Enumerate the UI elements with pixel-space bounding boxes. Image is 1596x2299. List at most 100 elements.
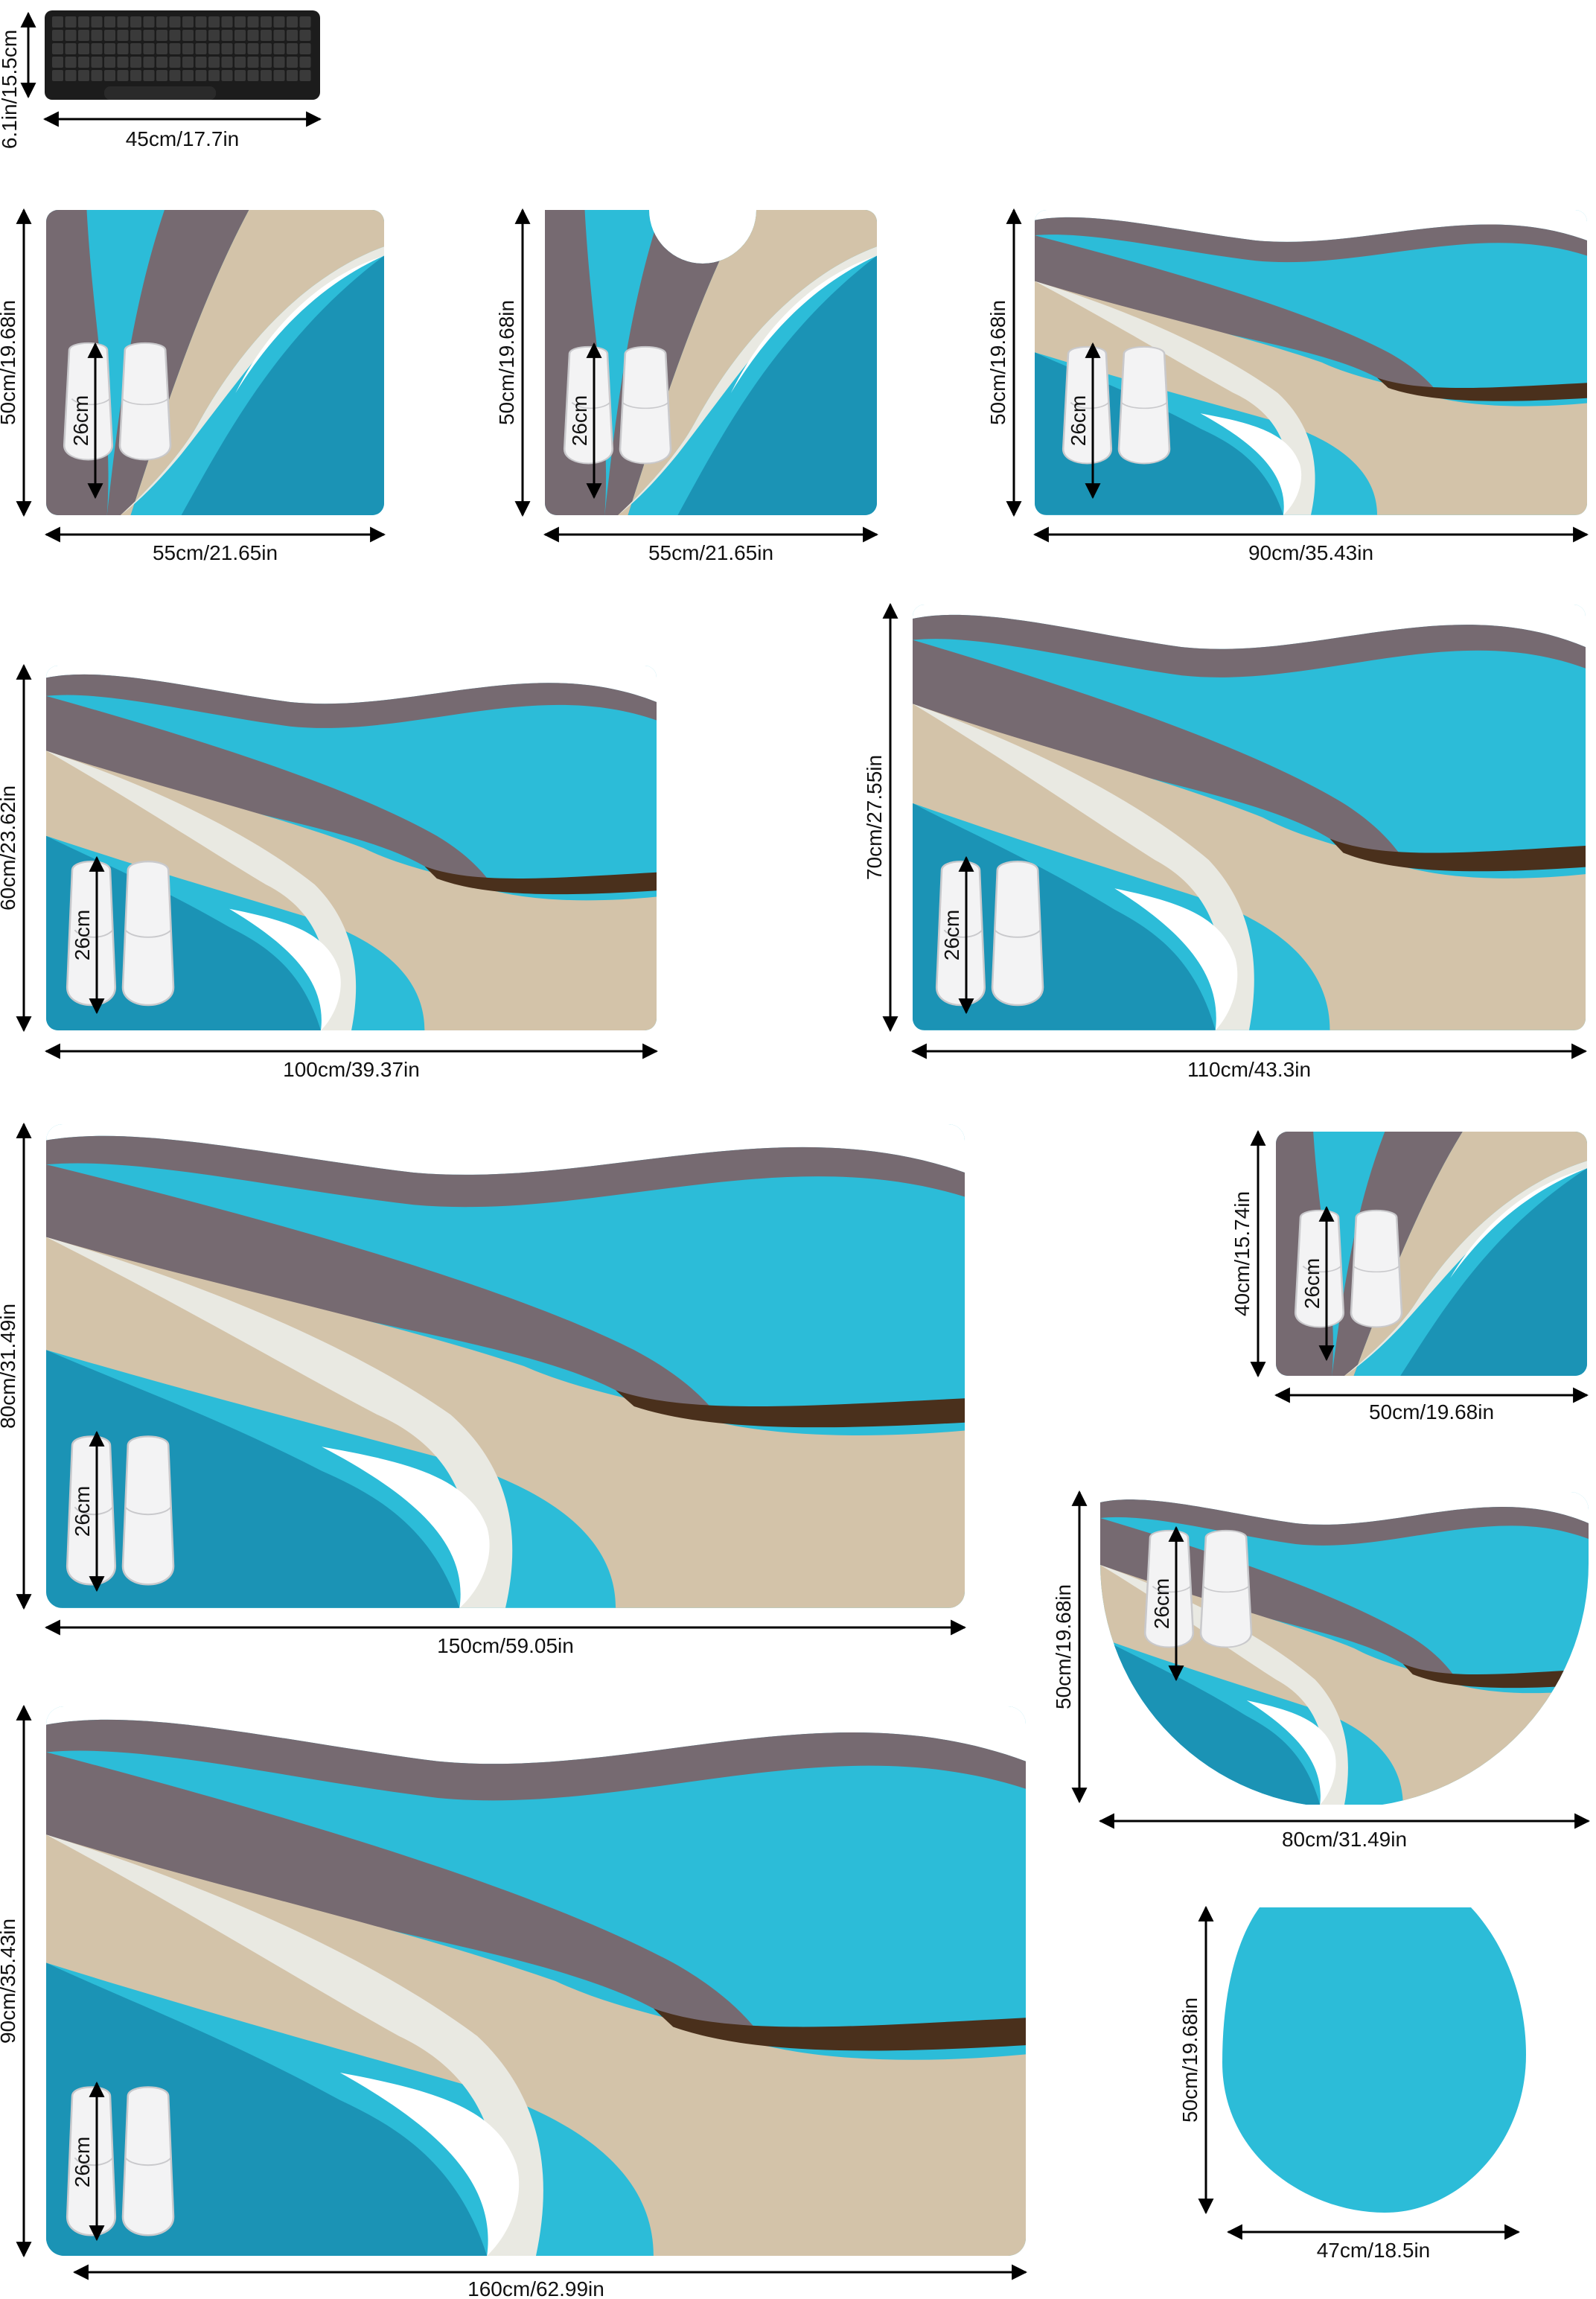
keyboard-key: [104, 57, 115, 68]
reference-height-label: 6.1in/15.5cm: [0, 30, 21, 149]
keyboard-key: [156, 43, 167, 54]
keyboard-key: [117, 30, 129, 41]
keyboard-key: [195, 43, 207, 54]
keyboard-key: [143, 43, 155, 54]
slipper-label: 26cm: [1300, 1258, 1324, 1309]
mat-width-label: 47cm/18.5in: [1317, 2239, 1431, 2262]
keyboard-key: [156, 70, 167, 81]
keyboard-key: [182, 70, 194, 81]
keyboard-key: [182, 30, 194, 41]
keyboard-key: [195, 30, 207, 41]
mat-width-label: 160cm/62.99in: [467, 2277, 604, 2299]
keyboard-key: [234, 43, 246, 54]
mat-height-label: 50cm/19.68in: [986, 300, 1009, 425]
keyboard-key: [261, 43, 272, 54]
mat-height-label: 70cm/27.55in: [863, 755, 886, 880]
mat-100x60: 26cm 60cm/23.62in 100cm/39.37in: [0, 663, 659, 1081]
slipper-label: 26cm: [940, 910, 963, 960]
keyboard-key: [104, 16, 115, 28]
mat-width-label: 80cm/31.49in: [1282, 1828, 1407, 1851]
keyboard-key: [208, 43, 220, 54]
keyboard-key: [143, 16, 155, 28]
keyboard-key: [221, 43, 233, 54]
keyboard-key: [247, 43, 259, 54]
keyboard-key: [247, 30, 259, 41]
keyboard-key: [287, 30, 298, 41]
keyboard-key: [117, 43, 129, 54]
keyboard-key: [182, 16, 194, 28]
slipper-label: 26cm: [71, 2137, 94, 2187]
keyboard-key: [247, 70, 259, 81]
keyboard-key: [208, 16, 220, 28]
keyboard-key: [65, 70, 77, 81]
keyboard-key: [143, 30, 155, 41]
keyboard-key: [182, 57, 194, 68]
mat-width-label: 90cm/35.43in: [1248, 541, 1373, 564]
keyboard-key: [208, 57, 220, 68]
keyboard-key: [104, 70, 115, 81]
keyboard-key: [52, 70, 63, 81]
keyboard-key: [52, 57, 63, 68]
keyboard-key: [91, 16, 103, 28]
keyboard-key: [221, 57, 233, 68]
keyboard-key: [65, 43, 77, 54]
mat-160x90: 26cm 90cm/35.43in 160cm/62.99in: [0, 1704, 1028, 2299]
keyboard-key: [130, 30, 141, 41]
keyboard-key: [247, 16, 259, 28]
mat-height-label: 60cm/23.62in: [0, 785, 19, 911]
keyboard-key: [65, 30, 77, 41]
keyboard-key: [299, 16, 311, 28]
mat-height-label: 90cm/35.43in: [0, 1919, 19, 2044]
keyboard-key: [273, 16, 285, 28]
keyboard-key: [287, 16, 298, 28]
keyboard-key: [78, 57, 89, 68]
keyboard-key: [143, 70, 155, 81]
keyboard-key: [169, 43, 181, 54]
keyboard-key: [130, 16, 141, 28]
keyboard-key: [78, 16, 89, 28]
keyboard-key: [156, 57, 167, 68]
keyboard-key: [261, 16, 272, 28]
keyboard-key: [195, 16, 207, 28]
keyboard-key: [247, 57, 259, 68]
keyboard-key: [91, 43, 103, 54]
keyboard-key: [78, 30, 89, 41]
keyboard-key: [52, 30, 63, 41]
keyboard-key: [273, 43, 285, 54]
keyboard-key: [52, 43, 63, 54]
keyboard-key: [117, 16, 129, 28]
keyboard-key: [130, 43, 141, 54]
mat-width-label: 100cm/39.37in: [283, 1058, 420, 1081]
keyboard-key: [299, 30, 311, 41]
lid-cover-shape: [1222, 1907, 1526, 2213]
keyboard-key: [169, 57, 181, 68]
keyboard-key: [78, 70, 89, 81]
keyboard-key: [195, 57, 207, 68]
keyboard-key: [117, 70, 129, 81]
mat-height-label: 80cm/31.49in: [0, 1304, 19, 1429]
slipper-label: 26cm: [568, 395, 591, 446]
keyboard-key: [234, 16, 246, 28]
keyboard-key: [221, 30, 233, 41]
keyboard-key: [287, 43, 298, 54]
mat-50x40: 26cm 40cm/15.74in 50cm/19.68in: [1230, 1129, 1589, 1423]
keyboard-key: [261, 30, 272, 41]
keyboard-key: [273, 57, 285, 68]
keyboard-key: [261, 70, 272, 81]
mat-height-label: 50cm/19.68in: [1052, 1584, 1075, 1709]
mat-height-label: 50cm/19.68in: [495, 300, 518, 425]
keyboard-key: [234, 70, 246, 81]
keyboard-key: [208, 70, 220, 81]
mat-width-label: 150cm/59.05in: [437, 1634, 574, 1657]
mat-width-label: 110cm/43.3in: [1187, 1058, 1311, 1081]
mat-height-label: 50cm/19.68in: [0, 300, 19, 425]
mat-90x50: 26cm 50cm/19.68in 90cm/35.43in: [986, 208, 1589, 564]
keyboard-key: [156, 30, 167, 41]
slipper-label: 26cm: [1150, 1578, 1173, 1629]
keyboard-key: [78, 43, 89, 54]
keyboard-key: [117, 57, 129, 68]
mat-110x70: 26cm 70cm/27.55in 110cm/43.3in: [863, 602, 1588, 1081]
mat-height-label: 50cm/19.68in: [1178, 1997, 1201, 2123]
slipper-label: 26cm: [69, 395, 92, 446]
keyboard-key: [143, 57, 155, 68]
